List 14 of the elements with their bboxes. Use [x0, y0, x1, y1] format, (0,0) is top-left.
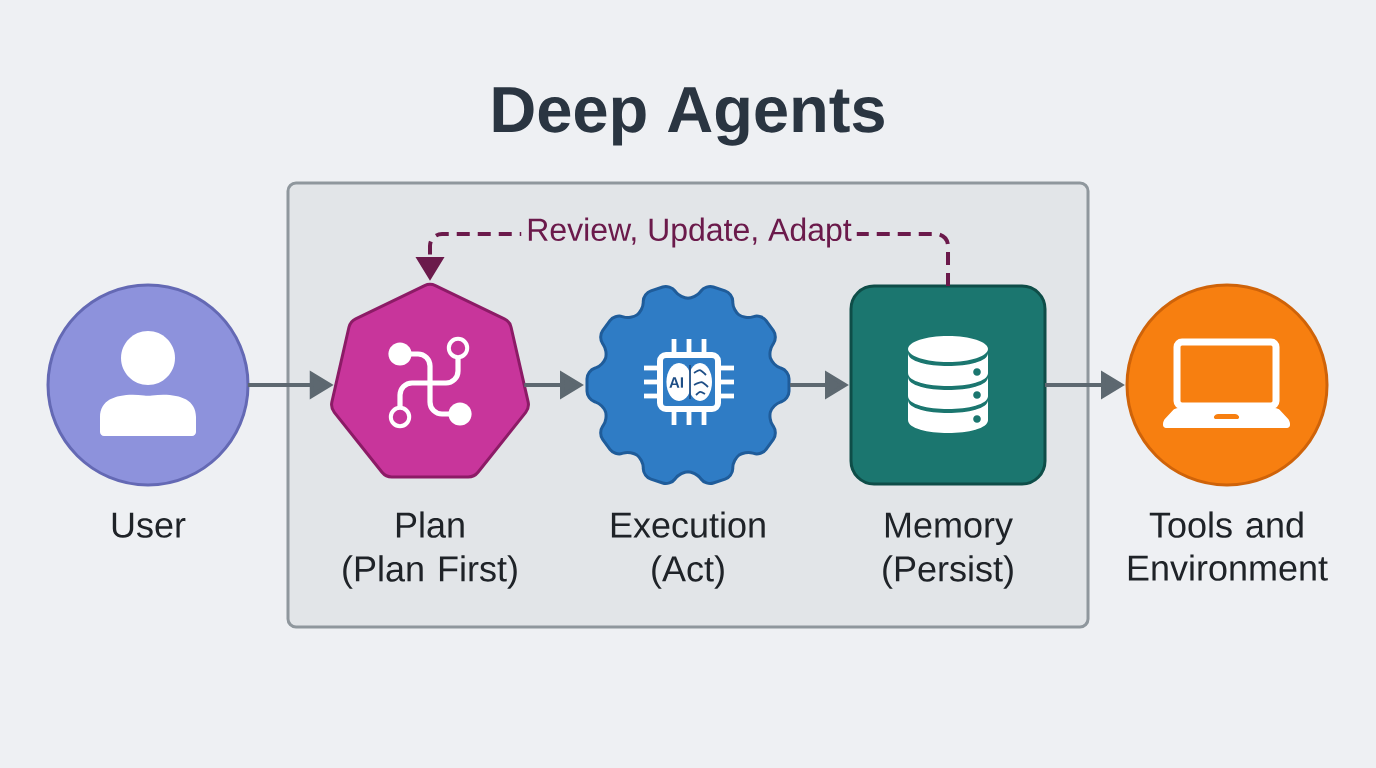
- edge-label: Review, Update, Adapt: [521, 215, 857, 250]
- node-label: Memory: [885, 512, 1013, 545]
- chip-label: AI: [669, 377, 683, 388]
- node-label: (Plan First): [343, 555, 517, 589]
- node-label: (Act): [652, 555, 724, 589]
- circle-node: [1125, 283, 1329, 487]
- gear-node: [585, 285, 791, 485]
- title: Deep Agents: [493, 87, 884, 146]
- node-label: Tools and Environment: [1128, 511, 1328, 581]
- node-label: (Persist): [883, 555, 1013, 589]
- node-label: Plan: [396, 511, 464, 538]
- node-label: User: [112, 512, 186, 538]
- heptagon-node: [330, 283, 530, 479]
- node-label: Execution: [611, 511, 765, 538]
